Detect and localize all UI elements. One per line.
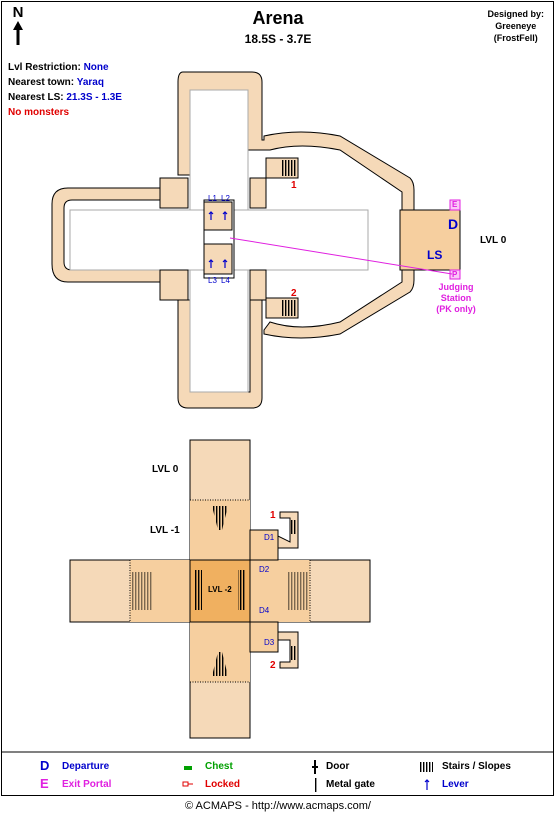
door-icon — [312, 760, 318, 774]
ls-room — [399, 209, 461, 271]
label-num2: 2 — [291, 288, 297, 299]
stairs-icon — [212, 652, 228, 676]
upper-map — [51, 71, 461, 409]
label-e: E — [452, 200, 458, 209]
label-d1: D1 — [264, 533, 275, 542]
label-lower-num1: 1 — [270, 510, 276, 521]
stairs-icon — [238, 570, 246, 610]
legend-departure-symbol: D — [40, 758, 50, 773]
metal-gates — [129, 499, 311, 683]
north-label: N — [12, 4, 24, 21]
corridor-loop — [263, 267, 415, 339]
info-block: Lvl Restriction: None Nearest town: Yara… — [8, 60, 122, 120]
legend-exit: Exit Portal — [62, 779, 112, 790]
stairs-icon — [282, 160, 296, 176]
label-l4: L4 — [221, 276, 230, 285]
door-room-d3 — [249, 621, 279, 653]
chest-icon — [184, 766, 192, 770]
label-lvl-minus1: LVL -1 — [150, 525, 180, 536]
judging-line: Judging — [438, 282, 474, 292]
label-p: P — [452, 270, 458, 279]
judging-link — [229, 237, 453, 275]
label-lower-num2: 2 — [270, 660, 276, 671]
label-num1: 1 — [291, 180, 297, 191]
stairs-icon — [419, 762, 433, 772]
label-d3: D3 — [264, 638, 275, 647]
stairs-icon — [212, 506, 228, 530]
nearest-ls-label: Nearest LS: — [8, 92, 64, 103]
label-d: D — [448, 216, 459, 232]
stairs-icon — [194, 570, 202, 610]
label-lvl0: LVL 0 — [480, 235, 507, 246]
stairs-icon — [291, 646, 297, 660]
label-ls: LS — [427, 248, 443, 262]
nearest-ls-value: 21.3S - 1.3E — [66, 92, 122, 103]
stairs-icon — [282, 300, 296, 316]
label-l1: L1 — [208, 194, 217, 203]
stairs-icon — [291, 520, 297, 534]
lever-icon — [424, 779, 430, 790]
footer-copyright: © ACMAPS - http://www.acmaps.com/ — [185, 800, 371, 812]
credit-block: Designed by: Greeneye (FrostFell) — [487, 8, 544, 44]
monsters-note: No monsters — [8, 107, 70, 118]
lever-room — [203, 243, 233, 275]
label-l2: L2 — [221, 194, 230, 203]
lower-map — [69, 439, 371, 739]
corner-block — [249, 177, 267, 209]
judging-line: (PK only) — [436, 304, 476, 314]
label-d2: D2 — [259, 565, 270, 574]
corner-block — [249, 269, 267, 301]
legend-stairs: Stairs / Slopes — [442, 761, 511, 772]
metal-gate-icon — [314, 778, 317, 792]
north-indicator: N — [8, 4, 28, 52]
door-room-d1 — [249, 529, 279, 561]
credit-line: Greeneye — [495, 21, 537, 31]
label-lvl0-lower: LVL 0 — [152, 464, 179, 475]
judging-station-label: Judging Station (PK only) — [426, 282, 486, 315]
legend-metal-gate: Metal gate — [326, 779, 375, 790]
label-l3: L3 — [208, 276, 217, 285]
judging-line: Station — [440, 293, 472, 303]
credit-line: (FrostFell) — [493, 33, 538, 43]
locked-icon — [182, 781, 193, 787]
legend-door: Door — [326, 761, 350, 772]
legend-departure: Departure — [62, 761, 110, 772]
coords-subtitle: 18.5S - 3.7E — [244, 32, 312, 46]
dungeon-map — [1, 71, 554, 792]
lvl-restriction-label: Lvl Restriction: — [8, 62, 81, 73]
label-lvl-minus2: LVL -2 — [208, 585, 232, 594]
legend-chest: Chest — [205, 761, 233, 772]
credit-line: Designed by: — [487, 9, 544, 19]
legend-lever: Lever — [442, 779, 469, 790]
legend-exit-symbol: E — [40, 776, 49, 791]
exit-portal-icon — [449, 199, 461, 211]
portal-box-icon — [449, 269, 461, 280]
page-title: Arena — [252, 8, 304, 28]
stairs-icon — [132, 572, 152, 610]
label-d4: D4 — [259, 606, 270, 615]
nearest-town-value: Yaraq — [76, 77, 104, 88]
corner-block — [159, 269, 189, 301]
lever-room — [203, 201, 233, 231]
lever-icons — [208, 211, 228, 268]
corridor-loop — [177, 71, 415, 213]
stairs-icon — [288, 572, 308, 610]
corner-block — [159, 177, 189, 209]
nearest-town-label: Nearest town: — [8, 77, 75, 88]
lvl-restriction-value: None — [83, 62, 109, 73]
north-arrow-icon — [13, 21, 23, 45]
legend-locked: Locked — [205, 779, 241, 790]
